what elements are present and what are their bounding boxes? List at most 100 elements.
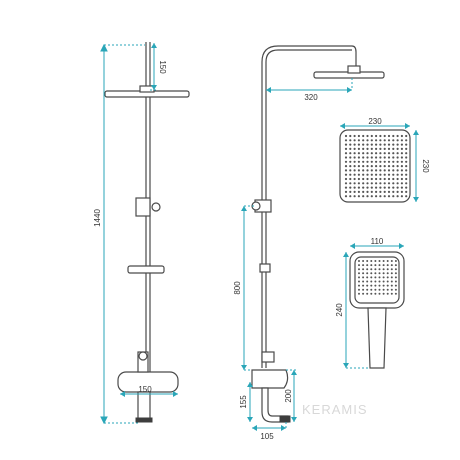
nozzle-dot — [375, 143, 378, 146]
nozzle-dot — [370, 292, 373, 295]
nozzle-dot — [344, 147, 348, 150]
nozzle-dot — [392, 190, 395, 193]
nozzle-dot — [390, 292, 393, 295]
nozzle-dot — [362, 280, 365, 283]
nozzle-dot — [357, 177, 360, 181]
nozzle-dot — [400, 177, 403, 181]
nozzle-dot — [362, 165, 365, 168]
nozzle-dot — [344, 160, 348, 163]
nozzle-dot — [370, 284, 373, 287]
nozzle-dot — [349, 143, 352, 146]
nozzle-dot — [378, 260, 381, 262]
nozzle-dot — [344, 165, 348, 168]
nozzle-dot — [366, 134, 369, 138]
nozzle-dot — [366, 288, 369, 291]
nozzle-dot — [390, 280, 393, 283]
dim-hand-width-label: 110 — [371, 237, 384, 246]
nozzle-dot — [362, 190, 365, 193]
front-view: 1440 150 150 — [93, 42, 190, 425]
nozzle-dot — [405, 165, 408, 168]
nozzle-dot — [379, 182, 382, 185]
nozzle-dot — [386, 260, 389, 262]
nozzle-dot — [370, 169, 373, 172]
nozzle-dot — [374, 276, 377, 279]
nozzle-dot — [375, 165, 378, 168]
nozzle-dot — [366, 264, 369, 267]
front-spout — [137, 391, 151, 421]
front-slider-bracket — [135, 197, 151, 217]
nozzle-dot — [358, 276, 360, 279]
nozzle-dot — [394, 264, 397, 267]
dim-spout-height-label: 155 — [239, 395, 248, 409]
nozzle-dot — [400, 160, 403, 163]
nozzle-dot — [387, 195, 391, 198]
nozzle-dot — [392, 160, 395, 163]
hand-detail: 110 240 — [335, 237, 405, 369]
nozzle-dot — [378, 272, 381, 275]
nozzle-dot — [370, 182, 373, 185]
nozzle-dot — [392, 165, 395, 168]
nozzle-dot — [400, 165, 403, 168]
nozzle-dot — [366, 173, 369, 176]
dim-top-gap-label: 150 — [158, 60, 167, 74]
nozzle-dot — [349, 160, 352, 163]
nozzle-dot — [362, 143, 365, 146]
nozzle-dot — [379, 177, 382, 181]
nozzle-dot — [375, 177, 378, 181]
nozzle-dot — [400, 173, 403, 176]
nozzle-dot — [396, 177, 399, 181]
nozzle-dot — [375, 152, 378, 155]
nozzle-dot — [396, 134, 399, 138]
nozzle-dot — [362, 177, 365, 181]
nozzle-dot — [379, 169, 382, 172]
nozzle-dot — [375, 156, 378, 159]
nozzle-dot — [382, 260, 385, 262]
nozzle-dot — [383, 139, 386, 142]
nozzle-dot — [374, 280, 377, 283]
nozzle-dot — [387, 156, 391, 159]
nozzle-dot — [349, 156, 352, 159]
nozzle-dot — [379, 134, 382, 138]
nozzle-dot — [362, 186, 365, 189]
nozzle-dot — [344, 186, 348, 189]
nozzle-dot — [405, 160, 408, 163]
nozzle-dot — [366, 280, 369, 283]
nozzle-dot — [344, 177, 348, 181]
nozzle-dot — [383, 195, 386, 198]
nozzle-dot — [383, 134, 386, 138]
side-diverter — [261, 351, 275, 363]
nozzle-dot — [396, 169, 399, 172]
nozzle-dot — [382, 288, 385, 291]
nozzle-dot — [382, 268, 385, 271]
nozzle-dot — [366, 139, 369, 142]
nozzle-dot — [405, 139, 408, 142]
nozzle-dot — [379, 190, 382, 193]
nozzle-dot — [396, 182, 399, 185]
nozzle-dot — [387, 143, 391, 146]
nozzle-dot — [366, 169, 369, 172]
nozzle-dot — [386, 284, 389, 287]
nozzle-dot — [344, 156, 348, 159]
nozzle-dot — [375, 160, 378, 163]
nozzle-dot — [405, 173, 408, 176]
nozzle-dot — [396, 147, 399, 150]
nozzle-dot — [392, 177, 395, 181]
nozzle-dot — [344, 139, 348, 142]
nozzle-dot — [370, 165, 373, 168]
nozzle-dot — [392, 134, 395, 138]
nozzle-dot — [362, 288, 365, 291]
nozzle-dot — [375, 173, 378, 176]
nozzle-dot — [353, 173, 356, 176]
nozzle-dot — [357, 186, 360, 189]
nozzle-dot — [344, 143, 348, 146]
nozzle-dot — [394, 268, 397, 271]
nozzle-dot — [394, 284, 397, 287]
nozzle-dot — [394, 288, 397, 291]
nozzle-dot — [379, 195, 382, 198]
nozzle-dot — [349, 177, 352, 181]
nozzle-dot — [370, 173, 373, 176]
nozzle-dot — [370, 190, 373, 193]
nozzle-dot — [370, 143, 373, 146]
dim-spout-reach-label: 105 — [260, 432, 274, 441]
nozzle-dot — [370, 147, 373, 150]
